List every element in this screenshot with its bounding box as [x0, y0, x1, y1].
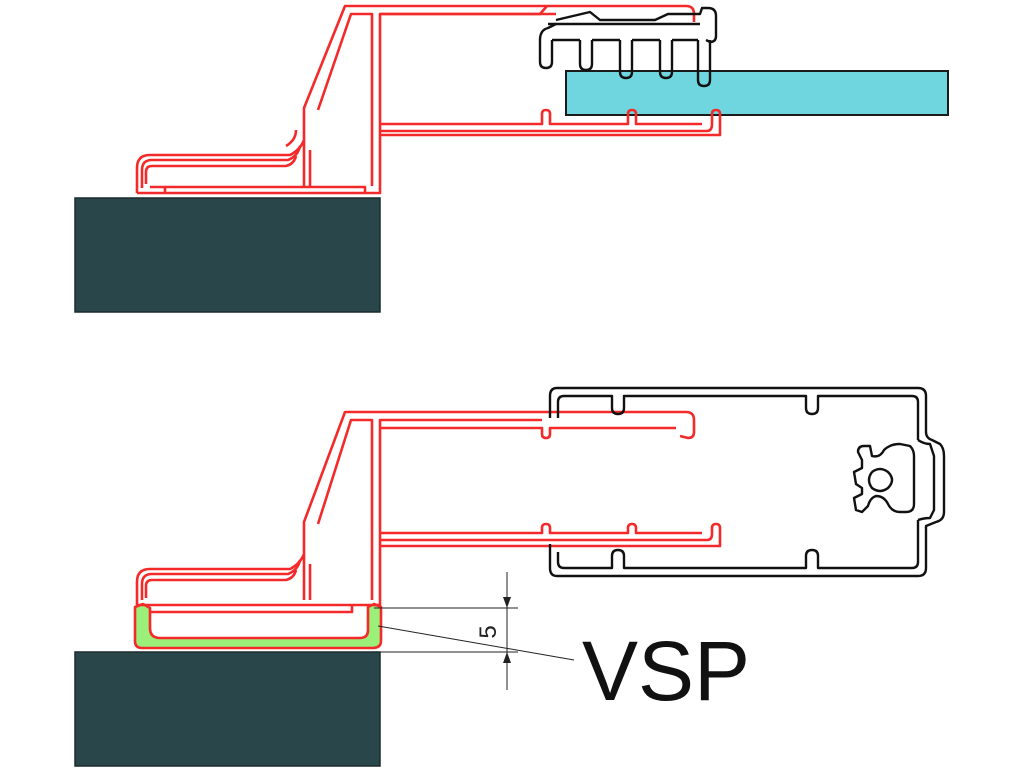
dimension-annotation: 5 [374, 572, 518, 690]
bottom-rail-profile [548, 386, 946, 578]
dimension-value: 5 [475, 625, 502, 638]
top-detail [74, 4, 949, 313]
bottom-detail: 5 VSP [74, 386, 946, 767]
bottom-frame-profile [135, 410, 722, 614]
callout-label: VSP [582, 624, 750, 718]
vsp-base-profile [133, 602, 383, 650]
callout-leader-line [377, 625, 575, 661]
top-substrate-block [74, 197, 381, 313]
vsp-callout: VSP [377, 624, 750, 718]
top-glazing-clip [538, 6, 718, 88]
top-frame-profile [135, 4, 722, 195]
bottom-substrate-block [74, 651, 381, 767]
